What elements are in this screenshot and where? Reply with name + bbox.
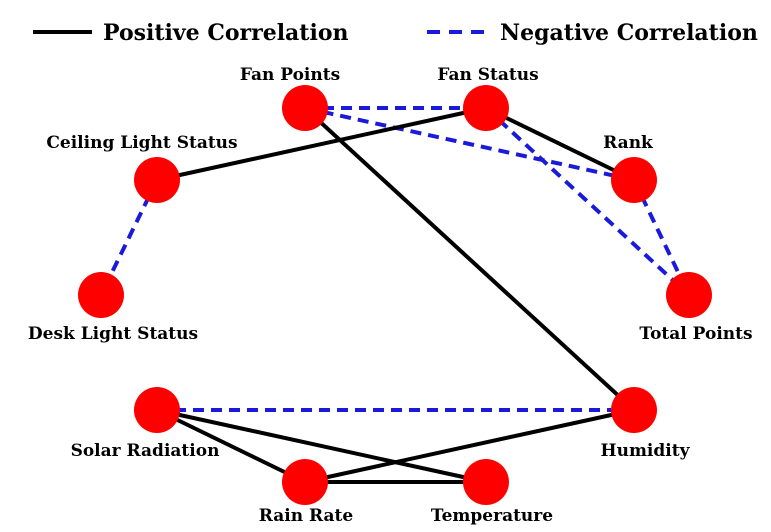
edge-positive-fan_status-rank: [485, 106, 635, 182]
edges: [99, 106, 691, 484]
node-desk-light-status: [78, 272, 124, 318]
node-label-desk-light-status: Desk Light Status: [28, 324, 198, 344]
edge-positive-rain_rate-humidity: [304, 408, 635, 484]
edge-positive-fan_points-humidity: [303, 106, 636, 412]
nodes: [78, 85, 712, 505]
node-humidity: [611, 387, 657, 433]
node-label-rain-rate: Rain Rate: [259, 506, 354, 526]
node-label-solar-radiation: Solar Radiation: [71, 441, 220, 461]
node-ceiling-light-status: [134, 157, 180, 203]
edge-positive-solar_radiation-rain_rate: [156, 408, 306, 484]
node-label-fan-points: Fan Points: [240, 65, 340, 85]
edge-positive-solar_radiation-temperature: [156, 408, 487, 484]
node-total-points: [666, 272, 712, 318]
legend-negative-label: Negative Correlation: [500, 20, 758, 46]
node-label-total-points: Total Points: [639, 324, 752, 344]
node-label-temperature: Temperature: [431, 506, 553, 526]
node-label-ceiling-light-status: Ceiling Light Status: [46, 133, 237, 153]
node-temperature: [463, 459, 509, 505]
edge-negative-fan_points-rank: [304, 106, 635, 182]
node-solar-radiation: [134, 387, 180, 433]
legend-positive-label: Positive Correlation: [103, 20, 349, 46]
edge-negative-fan_status-total_points: [484, 106, 691, 297]
node-label-fan-status: Fan Status: [437, 65, 538, 85]
node-label-humidity: Humidity: [601, 441, 691, 461]
node-rain-rate: [282, 459, 328, 505]
legend: Positive Correlation Negative Correlatio…: [33, 20, 758, 46]
node-fan-status: [463, 85, 509, 131]
node-label-rank: Rank: [603, 133, 654, 153]
node-fan-points: [282, 85, 328, 131]
node-rank: [611, 157, 657, 203]
edge-positive-fan_status-ceiling_light_status: [156, 106, 487, 182]
